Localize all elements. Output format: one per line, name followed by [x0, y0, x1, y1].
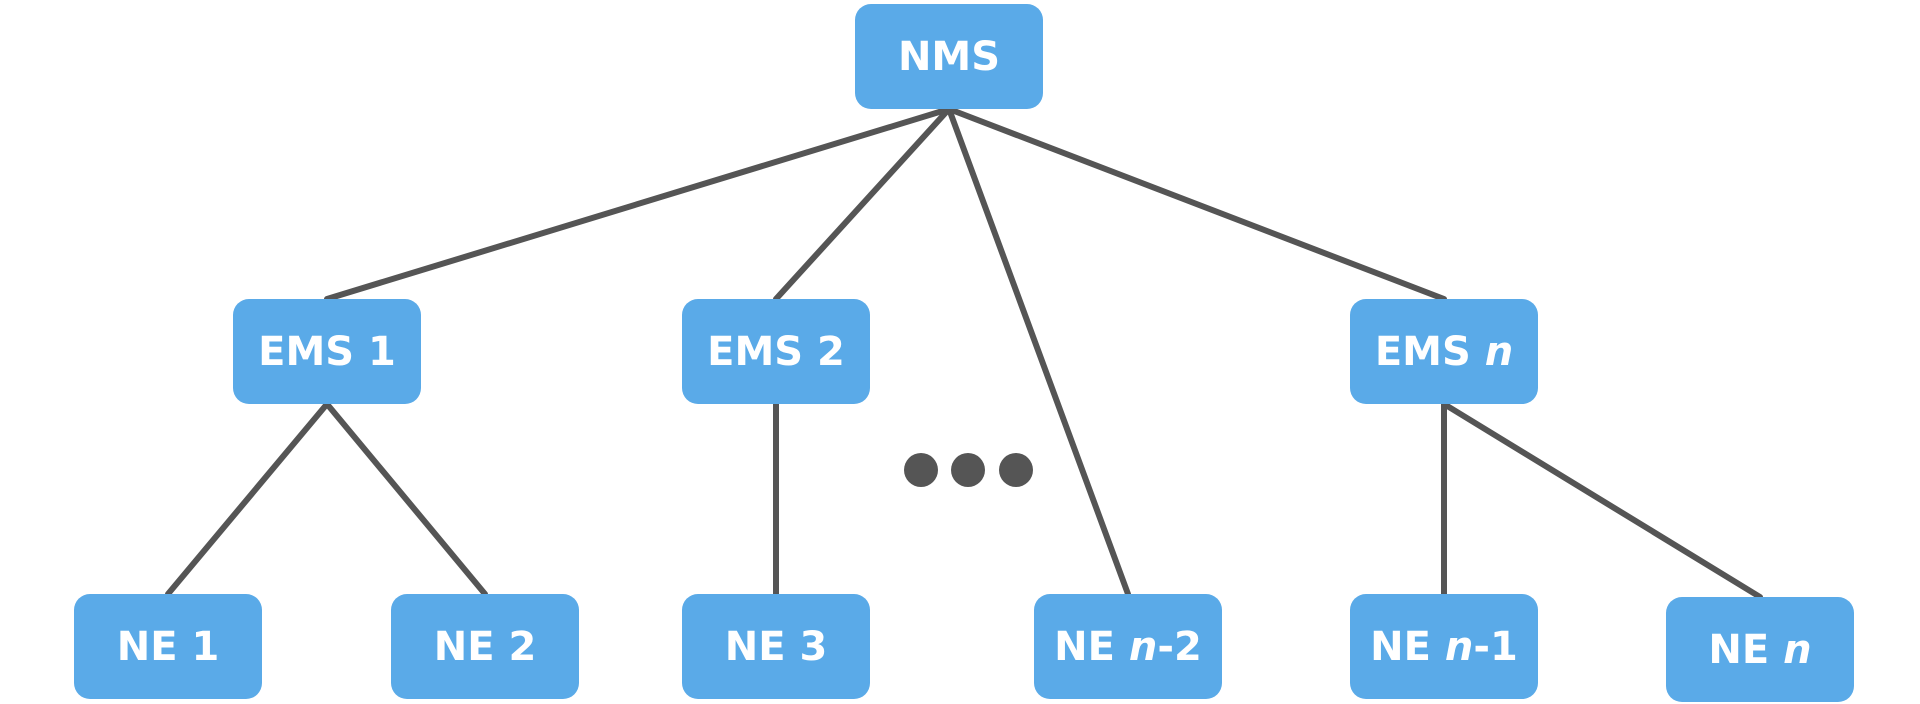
nodes-layer: NMS EMS 1 EMS 2 EMS n NE 1 NE 2 NE 3	[74, 4, 1854, 702]
node-box	[233, 299, 421, 404]
node-ems-1[interactable]: EMS 1	[233, 299, 421, 404]
node-ne-n-minus-2[interactable]: NE n-2	[1034, 594, 1222, 699]
node-label: EMS 2	[707, 329, 845, 375]
node-ems-n[interactable]: EMS n	[1350, 299, 1538, 404]
node-box	[1350, 299, 1538, 404]
ellipsis-dot	[951, 453, 985, 487]
node-box	[391, 594, 579, 699]
node-label: NE n	[1708, 627, 1811, 673]
node-label: NE n-2	[1054, 624, 1202, 670]
node-ne-1[interactable]: NE 1	[74, 594, 262, 699]
node-box	[74, 594, 262, 699]
node-ne-3[interactable]: NE 3	[682, 594, 870, 699]
node-ne-n[interactable]: NE n	[1666, 597, 1854, 702]
edge-emsn-to-nen	[1441, 401, 1763, 600]
node-box	[1034, 594, 1222, 699]
edge-ems1-to-ne2	[324, 401, 488, 597]
node-label: NE 3	[725, 624, 828, 670]
node-label: NE 1	[117, 624, 220, 670]
node-box	[855, 4, 1043, 109]
node-box	[1350, 594, 1538, 699]
node-label: NE n-1	[1370, 624, 1518, 670]
edge-nms-to-nen2	[946, 106, 1131, 597]
node-box	[682, 594, 870, 699]
ellipsis-dot	[999, 453, 1033, 487]
node-label: NMS	[898, 34, 1000, 80]
node-box	[1666, 597, 1854, 702]
edge-nms-to-emsn	[946, 106, 1447, 302]
edge-nms-to-ems2	[773, 106, 952, 302]
node-label: EMS 1	[258, 329, 396, 375]
node-ne-n-minus-1[interactable]: NE n-1	[1350, 594, 1538, 699]
node-nms[interactable]: NMS	[855, 4, 1043, 109]
edge-ems1-to-ne1	[165, 401, 330, 597]
node-label: NE 2	[434, 624, 537, 670]
ellipsis-dot	[904, 453, 938, 487]
ellipsis-dots	[904, 453, 1033, 487]
edge-nms-to-ems1	[324, 106, 952, 302]
edges-layer	[165, 106, 1763, 600]
node-ems-2[interactable]: EMS 2	[682, 299, 870, 404]
node-box	[682, 299, 870, 404]
node-ne-2[interactable]: NE 2	[391, 594, 579, 699]
node-label: EMS n	[1375, 329, 1513, 375]
